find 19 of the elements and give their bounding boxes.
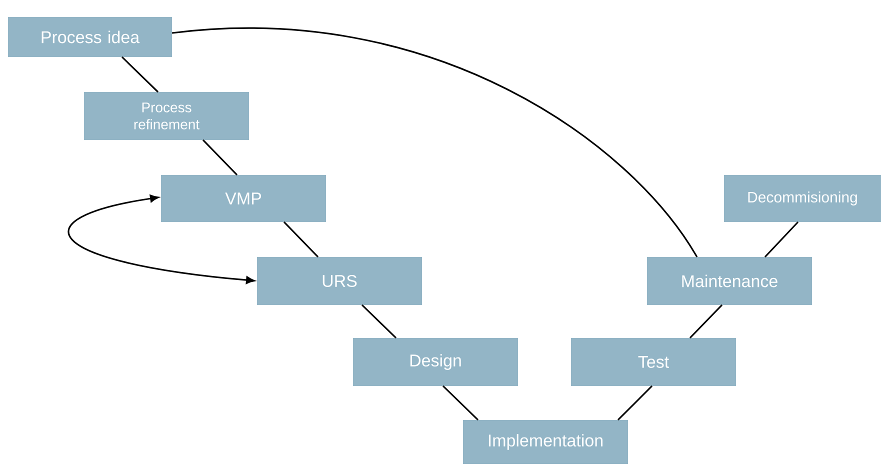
connector-line xyxy=(283,221,319,258)
curved-arrow xyxy=(68,194,255,284)
process-box: VMP xyxy=(161,175,326,222)
connector-line xyxy=(764,221,799,258)
connector-line xyxy=(361,304,397,339)
process-box: Test xyxy=(571,338,736,386)
process-box: Design xyxy=(353,338,518,386)
connector-line xyxy=(121,56,159,93)
process-box: Implementation xyxy=(463,420,628,464)
process-box: Decommisioning xyxy=(724,175,881,222)
connector-line xyxy=(689,304,723,339)
process-box: Process refinement xyxy=(84,92,249,140)
process-box: Maintenance xyxy=(647,257,812,305)
connector-line xyxy=(617,385,653,421)
connector-line xyxy=(202,139,238,176)
connector-line xyxy=(442,385,479,421)
process-box: Process idea xyxy=(8,17,172,57)
connector-line xyxy=(172,27,698,258)
process-box: URS xyxy=(257,257,422,305)
